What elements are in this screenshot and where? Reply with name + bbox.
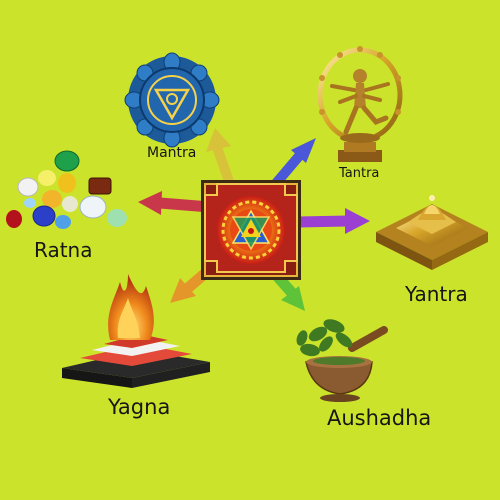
golden-meru-yantra-icon bbox=[376, 195, 488, 270]
label-aushadha: Aushadha bbox=[327, 406, 432, 430]
label-mantra: Mantra bbox=[147, 145, 197, 161]
label-yantra: Yantra bbox=[405, 282, 468, 306]
label-ratna: Ratna bbox=[34, 238, 93, 262]
label-tantra: Tantra bbox=[339, 166, 380, 181]
nataraja-statue-icon bbox=[317, 46, 403, 162]
arrow-to-ratna bbox=[138, 191, 216, 215]
center-yantra-mandala bbox=[201, 180, 301, 280]
throat-chakra-icon bbox=[124, 52, 220, 148]
gemstones-icon bbox=[6, 150, 127, 229]
fire-altar-icon bbox=[62, 274, 210, 388]
label-yagna: Yagna bbox=[108, 395, 171, 419]
herbs-mortar-icon bbox=[296, 319, 388, 402]
arrow-to-yantra bbox=[292, 208, 370, 234]
